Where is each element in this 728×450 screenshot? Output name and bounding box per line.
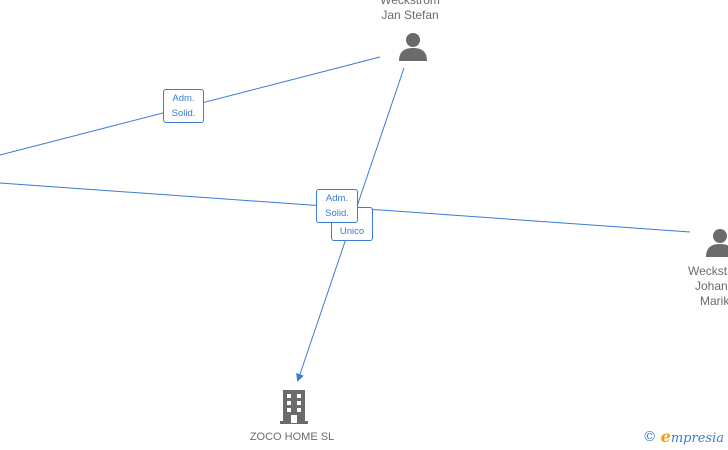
person-icon[interactable] [706, 229, 728, 257]
edge-label-unico[interactable]: Unico [331, 207, 373, 241]
node-label-line: Weckstrom [380, 0, 440, 7]
empresia-watermark: © empresia [643, 427, 724, 446]
edge-label-adm-solid-2[interactable]: Adm. Solid. [316, 189, 358, 223]
node-label-johan-marik[interactable]: Weckst Johan Marik [688, 264, 728, 309]
node-label-line: Weckst [688, 264, 728, 278]
node-label-zoco-home[interactable]: ZOCO HOME SL [232, 430, 352, 445]
brand-logo: empresia [661, 427, 724, 446]
edge-label-line: Unico [339, 226, 365, 237]
edge-label-line: Adm. [172, 93, 195, 104]
building-icon[interactable] [280, 390, 308, 424]
brand-initial: e [660, 427, 671, 446]
edge-label-line: Solid. [325, 208, 349, 219]
node-label-line: Johan [695, 279, 728, 293]
person-icon[interactable] [399, 33, 427, 61]
node-label-jan-stefan[interactable]: Weckstrom Jan Stefan [360, 0, 460, 23]
edge-label-line: Solid. [171, 108, 196, 119]
brand-rest: mpresia [670, 431, 724, 446]
company-name: ZOCO HOME SL [249, 431, 335, 443]
node-label-line: Jan Stefan [381, 8, 439, 22]
node-label-line: Marik [700, 294, 728, 308]
copyright-icon: © [642, 428, 657, 445]
edge-label-adm-solid-1[interactable]: Adm. Solid. [163, 89, 204, 123]
edge-label-line: Adm. [325, 193, 349, 204]
